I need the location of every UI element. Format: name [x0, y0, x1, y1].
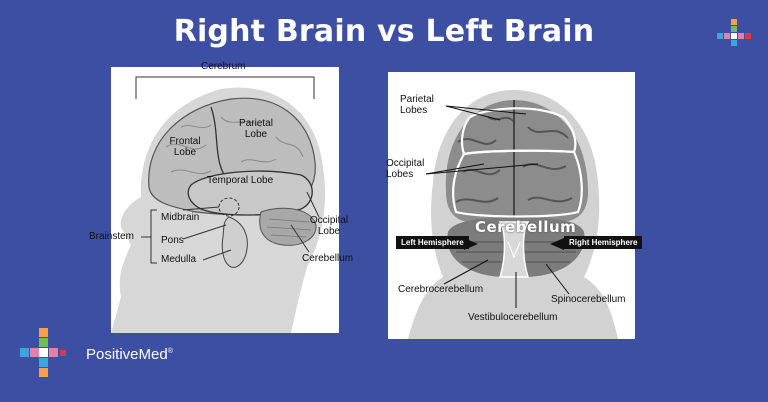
positivemed-brand-icon	[20, 328, 66, 377]
label-right-hemisphere: Right Hemisphere	[564, 236, 643, 249]
page-title: Right Brain vs Left Brain	[173, 14, 595, 49]
label-cerebrum: Cerebrum	[201, 61, 246, 72]
label-vestibulocerebellum: Vestibulocerebellum	[468, 312, 558, 323]
label-cerebellum: Cerebellum	[302, 253, 354, 264]
label-medulla: Medulla	[161, 254, 197, 265]
label-pons: Pons	[161, 235, 184, 246]
side-brain-illustration	[111, 76, 325, 333]
label-temporal-lobe: Temporal Lobe	[207, 175, 274, 186]
label-brainstem: Brainstem	[89, 231, 135, 242]
positivemed-logo-icon	[717, 19, 751, 46]
label-spinocerebellum: Spinocerebellum	[551, 294, 626, 305]
label-midbrain: Midbrain	[161, 212, 200, 223]
label-left-hemisphere: Left Hemisphere	[396, 236, 469, 249]
brand-name: PositiveMed®	[86, 346, 173, 363]
rear-brain-illustration	[408, 90, 618, 339]
label-cerebrocerebellum: Cerebrocerebellum	[398, 284, 484, 295]
label-cerebellum: Cerebellum	[475, 218, 577, 236]
